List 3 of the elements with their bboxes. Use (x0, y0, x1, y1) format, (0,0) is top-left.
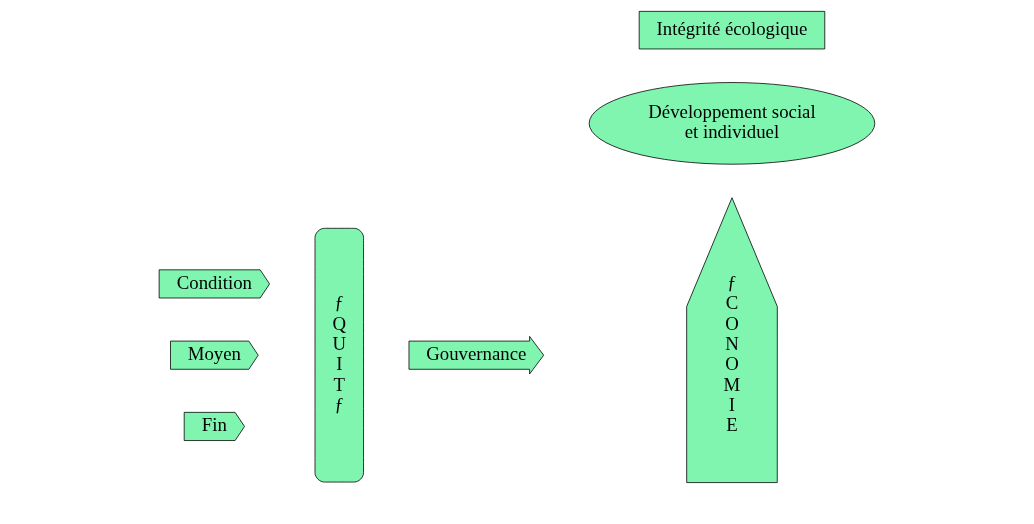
node-box: Intégrité écologique (638, 10, 826, 50)
node-box: ƒQUITƒ (314, 227, 364, 483)
node-ellipse: Développement social et individuel (588, 82, 876, 165)
